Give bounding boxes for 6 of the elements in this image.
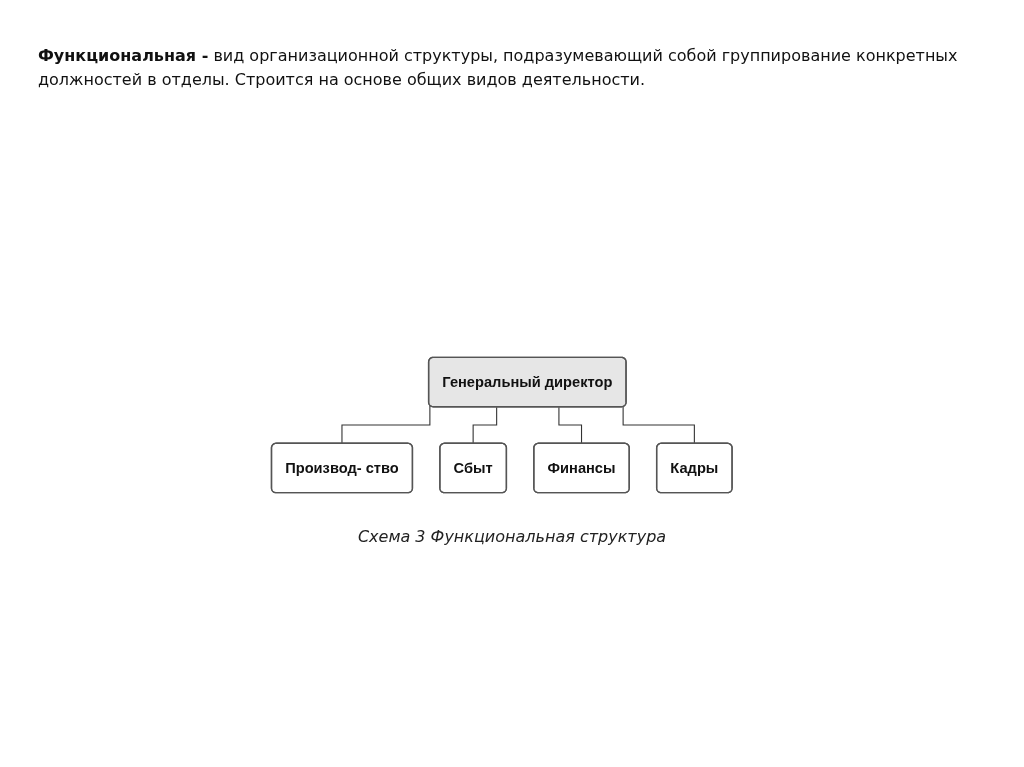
diagram-caption: Схема 3 Функциональная структура bbox=[356, 527, 668, 546]
description-text: Функциональная - вид организационной структуры, подразумевающий собой группирование конкретных должностей в отделы. Строится на основе общих видов деятельности. bbox=[38, 45, 959, 91]
connector bbox=[341, 404, 431, 445]
connector bbox=[558, 406, 583, 445]
connector bbox=[472, 406, 498, 445]
connector bbox=[622, 406, 696, 445]
